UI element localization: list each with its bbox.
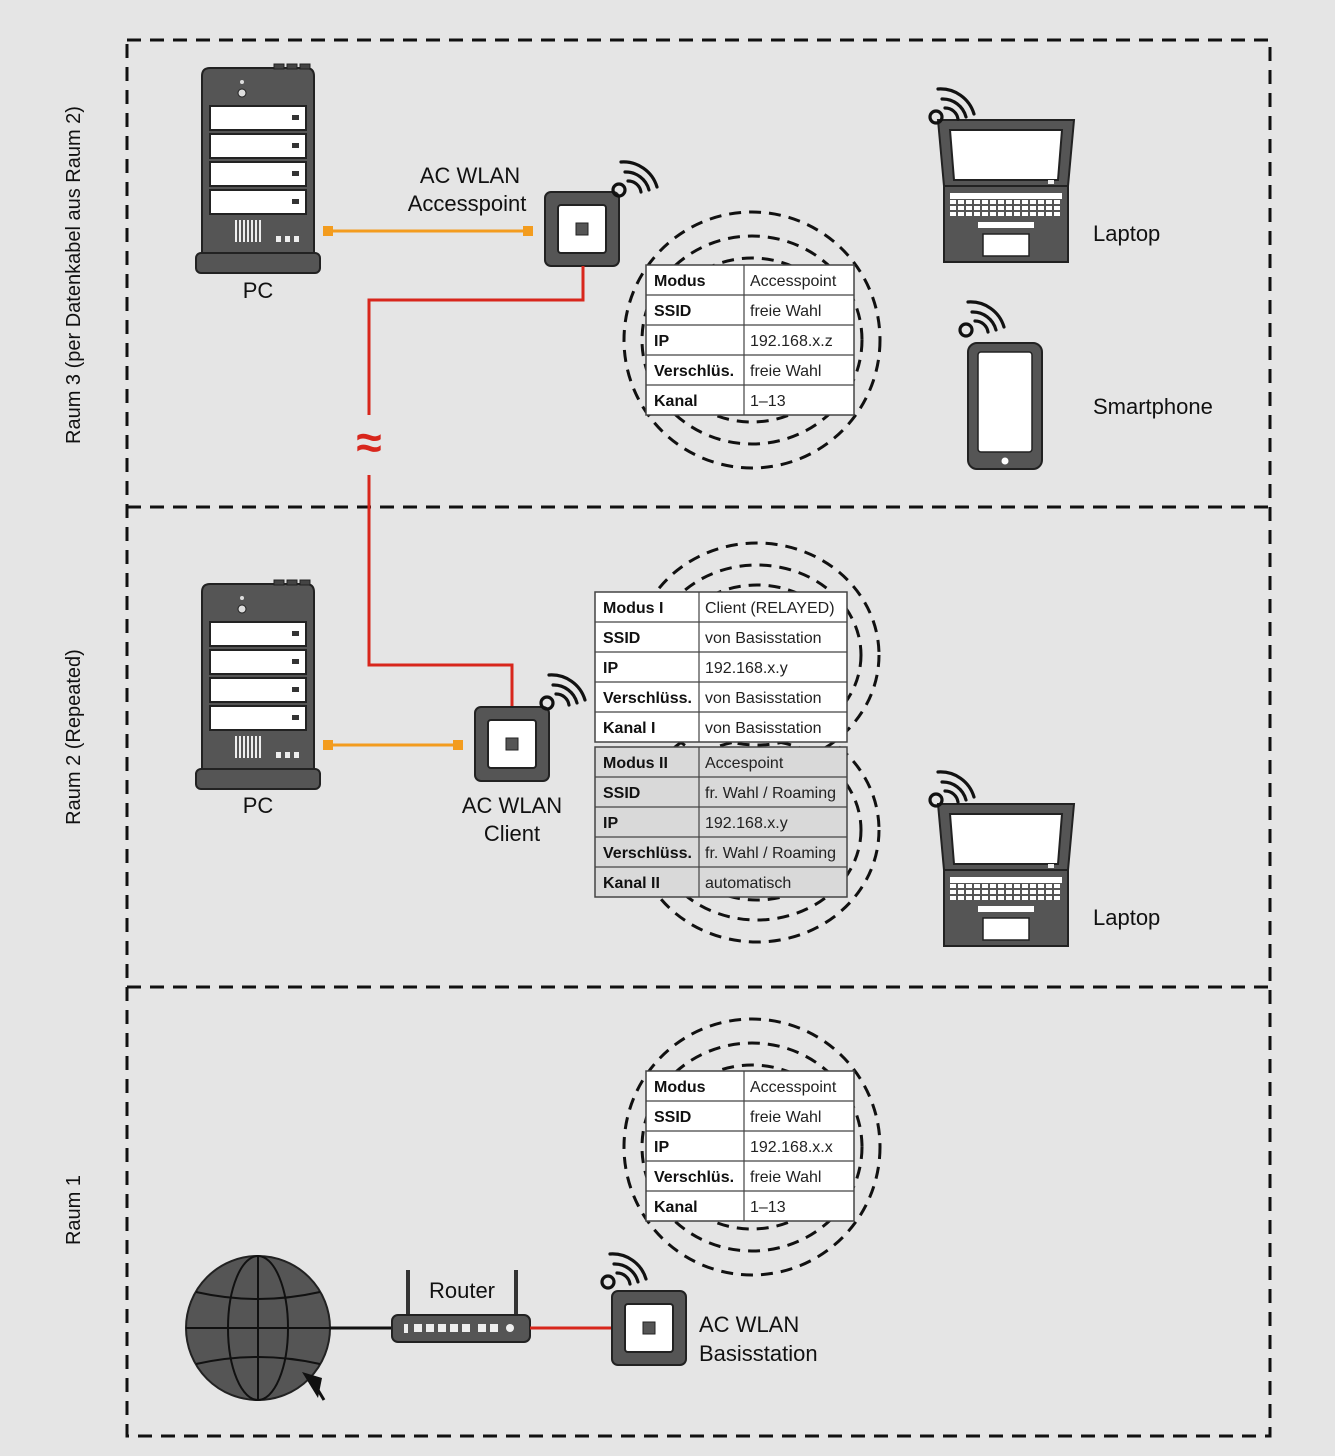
- table-key: SSID: [654, 303, 691, 320]
- pc-raum2-icon: [195, 579, 321, 790]
- table-key: Verschlüss.: [603, 845, 692, 862]
- table-value: von Basisstation: [705, 720, 822, 737]
- room-frames: [125, 38, 1272, 1438]
- smartphone-icon: [967, 342, 1043, 470]
- pc-raum3-label: PC: [243, 278, 274, 303]
- table-value: freie Wahl: [750, 363, 821, 380]
- table-key: Modus I: [603, 600, 663, 617]
- table-key: IP: [603, 815, 618, 832]
- client-raum2-icon: [474, 706, 550, 782]
- room-label-raum3: Raum 3 (per Datenkabel aus Raum 2): [63, 106, 85, 444]
- internet-globe-icon: [185, 1255, 331, 1401]
- table-key: SSID: [603, 630, 640, 647]
- table-value: 192.168.x.y: [705, 815, 788, 832]
- ethernet-port-client: [453, 740, 463, 750]
- table-key: SSID: [603, 785, 640, 802]
- table-key: Kanal: [654, 1199, 698, 1216]
- table-value: 1–13: [750, 1199, 786, 1216]
- accesspoint-raum3-label-1: AC WLAN: [420, 163, 520, 188]
- router-label: Router: [429, 1278, 495, 1303]
- ethernet-port-ap3: [523, 226, 533, 236]
- client-label-2: Client: [484, 821, 540, 846]
- table-value: freie Wahl: [750, 303, 821, 320]
- table-frame: [645, 264, 855, 416]
- table-key: Verschlüss.: [603, 690, 692, 707]
- ethernet-port-pc2: [323, 740, 333, 750]
- link-ap3-to-client-lower: [367, 475, 514, 708]
- table-key: Modus: [654, 1079, 706, 1096]
- basestation-label-1: AC WLAN: [699, 1312, 799, 1337]
- accesspoint-raum3-icon: [544, 191, 620, 267]
- pc-raum2-label: PC: [243, 793, 274, 818]
- smartphone-label: Smartphone: [1093, 394, 1213, 419]
- table-value: freie Wahl: [750, 1169, 821, 1186]
- laptop-raum2-label: Laptop: [1093, 905, 1160, 930]
- room-label-raum2: Raum 2 (Repeated): [63, 649, 85, 825]
- table-value: von Basisstation: [705, 690, 822, 707]
- cable-break-symbol: ≈: [356, 416, 381, 468]
- table-key: Verschlüs.: [654, 1169, 734, 1186]
- table-value: freie Wahl: [750, 1109, 821, 1126]
- table-key: IP: [603, 660, 618, 677]
- config-table-client: Modus I Client (RELAYED) SSID von Basisstat…: [594, 591, 848, 743]
- basestation-label-2: Basisstation: [699, 1341, 818, 1366]
- ethernet-port-pc3: [323, 226, 333, 236]
- table-frame: [594, 746, 848, 898]
- pc-raum3-icon: [195, 63, 321, 274]
- table-frame: [645, 1070, 855, 1222]
- table-key: IP: [654, 333, 669, 350]
- laptop-raum2-icon: [936, 802, 1076, 948]
- table-key: Kanal: [654, 393, 698, 410]
- laptop-raum3-icon: [936, 118, 1076, 264]
- table-value: von Basisstation: [705, 630, 822, 647]
- room-label-raum1: Raum 1: [63, 1175, 85, 1245]
- table-value: automatisch: [705, 875, 791, 892]
- table-key: Kanal II: [603, 875, 660, 892]
- table-key: SSID: [654, 1109, 691, 1126]
- client-label-1: AC WLAN: [462, 793, 562, 818]
- table-key: Modus: [654, 273, 706, 290]
- table-value: 1–13: [750, 393, 786, 410]
- router-icon: [391, 1270, 531, 1343]
- table-value: Accespoint: [705, 755, 784, 772]
- link-ap3-to-client-upper: [367, 266, 585, 415]
- table-key: Modus II: [603, 755, 668, 772]
- table-value: 192.168.x.x: [750, 1139, 833, 1156]
- table-value: Accesspoint: [750, 1079, 837, 1096]
- table-value: fr. Wahl / Roaming: [705, 845, 836, 862]
- laptop-raum3-label: Laptop: [1093, 221, 1160, 246]
- accesspoint-raum3-label-2: Accesspoint: [408, 191, 527, 216]
- table-key: IP: [654, 1139, 669, 1156]
- table-key: Verschlüs.: [654, 363, 734, 380]
- basestation-icon: [611, 1290, 687, 1366]
- table-value: 192.168.x.y: [705, 660, 788, 677]
- table-value: Accesspoint: [750, 273, 837, 290]
- table-value: Client (RELAYED): [705, 600, 835, 617]
- table-value: fr. Wahl / Roaming: [705, 785, 836, 802]
- table-value: 192.168.x.z: [750, 333, 833, 350]
- table-frame: [594, 591, 848, 743]
- table-key: Kanal I: [603, 720, 655, 737]
